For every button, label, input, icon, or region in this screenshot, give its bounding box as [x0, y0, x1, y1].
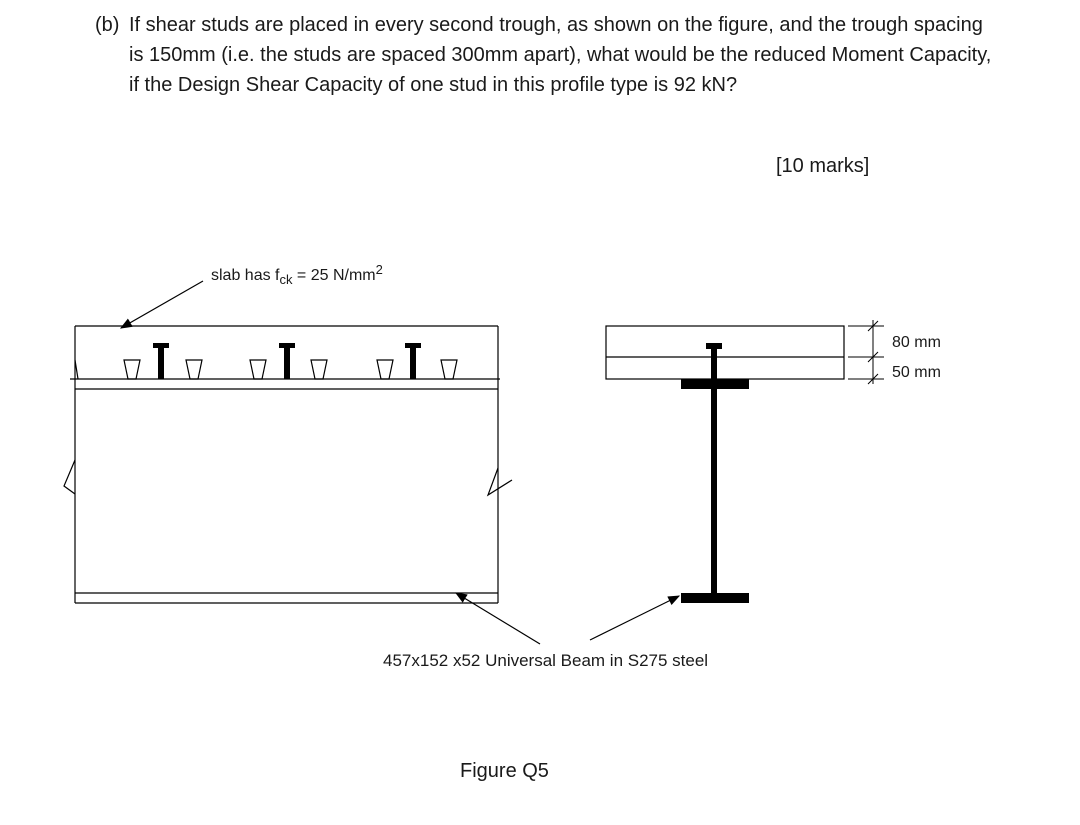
longitudinal-elevation [63, 325, 513, 604]
figure-caption: Figure Q5 [460, 760, 549, 782]
dimension-top-label: 80 mm [892, 334, 941, 351]
question-label: (b) [95, 14, 120, 36]
beam-label: 457x152 x52 Universal Beam in S275 steel [383, 651, 708, 670]
shear-studs-elevation [153, 343, 421, 379]
beam-leader-right [589, 595, 681, 641]
beam-leader-left [454, 592, 541, 645]
question-block: (b) If shear studs are placed in every s… [95, 10, 995, 100]
dimension-marks [848, 320, 884, 385]
slab-label: slab has fck = 25 N/mm2 [211, 262, 383, 287]
marks-label: [10 marks] [776, 155, 870, 177]
cross-section [605, 325, 845, 603]
question-text: If shear studs are placed in every secon… [129, 14, 992, 96]
dimension-bottom-label: 50 mm [892, 364, 941, 381]
slab-leader-line [119, 280, 204, 329]
